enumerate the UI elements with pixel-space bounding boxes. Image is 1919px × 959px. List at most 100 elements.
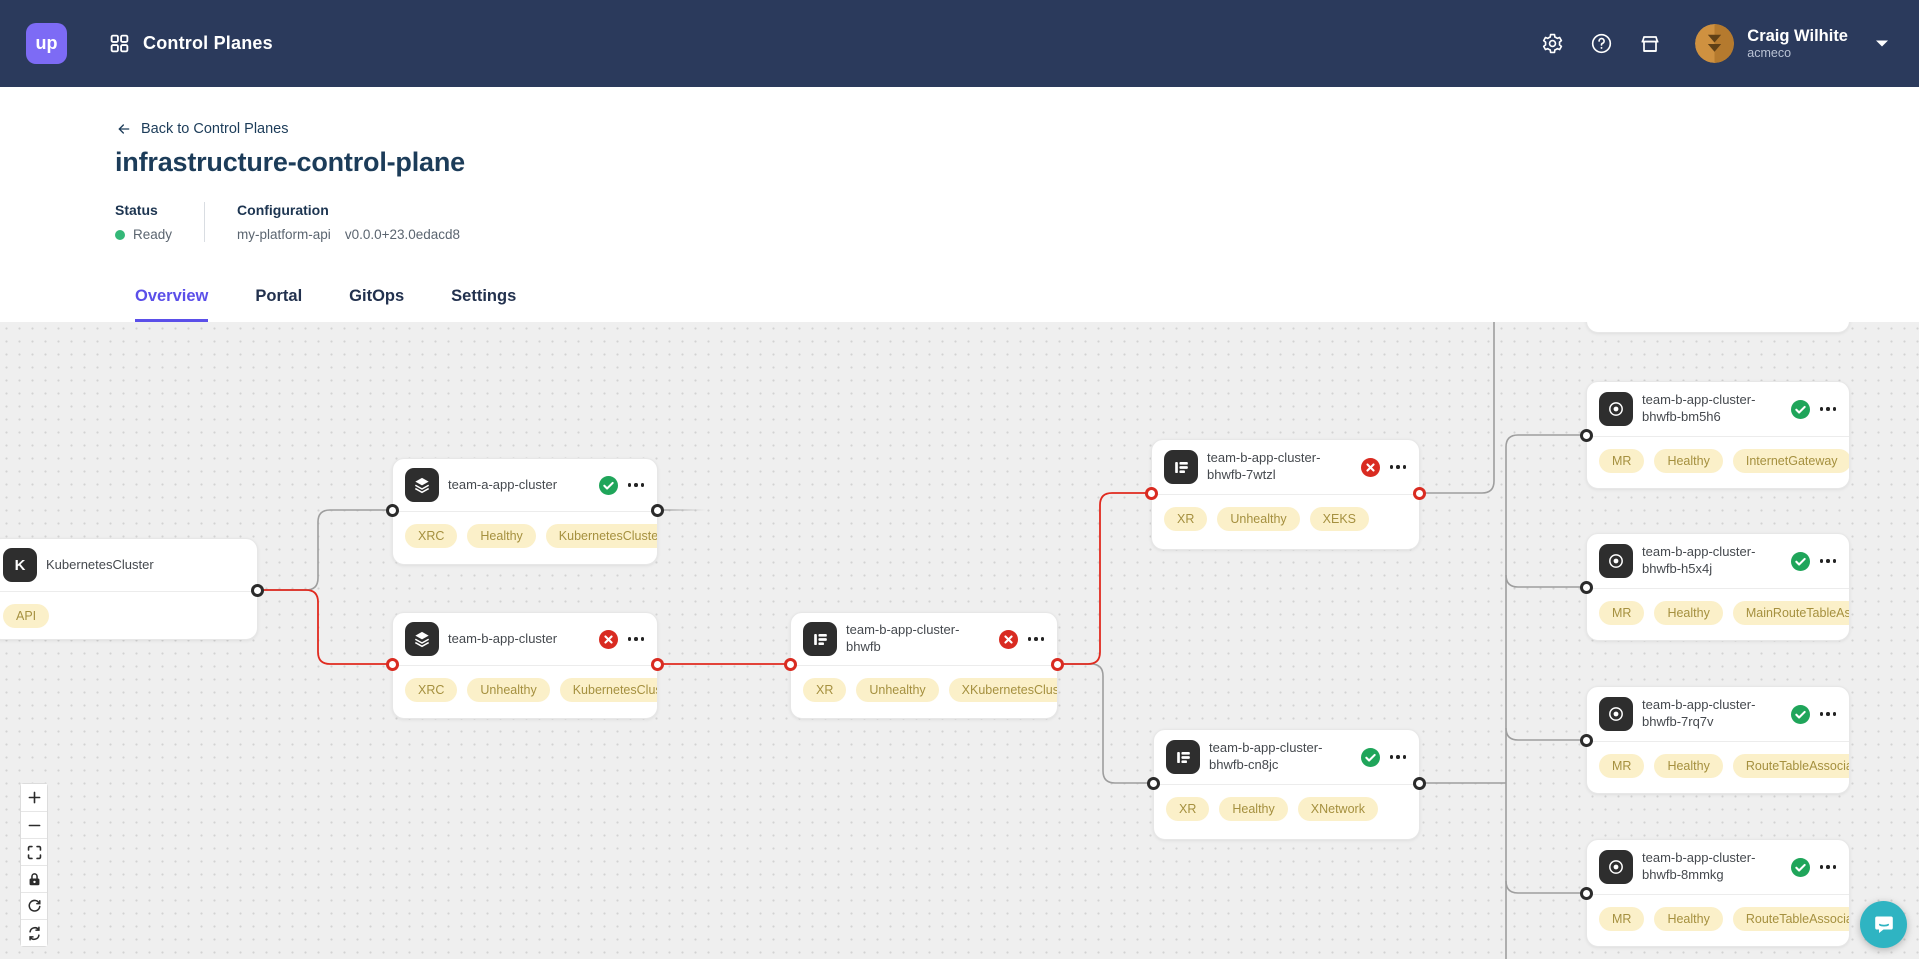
managed-icon bbox=[1599, 544, 1633, 578]
badge: MainRouteTableAssociation bbox=[1732, 601, 1849, 625]
unhealthy-icon bbox=[1361, 457, 1380, 477]
node-team-b-app-cluster[interactable]: team-b-app-cluster XRC Unhealthy Kuberne… bbox=[386, 612, 664, 719]
logo-text: up bbox=[35, 33, 58, 53]
user-menu[interactable]: Craig Wilhite acmeco bbox=[1695, 24, 1889, 63]
grid-icon[interactable] bbox=[107, 32, 131, 56]
port-target bbox=[1145, 487, 1158, 500]
node-team-b-app-cluster-bhwfb-bm5h6[interactable]: team-b-app-cluster-bhwfb-bm5h6 MR Health… bbox=[1580, 381, 1850, 489]
gear-icon[interactable] bbox=[1540, 32, 1564, 56]
port-target bbox=[1580, 429, 1593, 442]
healthy-icon bbox=[1361, 747, 1380, 767]
badge: Healthy bbox=[467, 524, 536, 548]
node-label: team-b-app-cluster-bhwfb-7rq7v bbox=[1642, 697, 1756, 729]
port-source bbox=[1413, 777, 1426, 790]
port-source bbox=[651, 504, 664, 517]
badge: XKubernetesCluster bbox=[948, 678, 1057, 702]
port-target bbox=[386, 658, 399, 671]
tab-gitops[interactable]: GitOps bbox=[349, 287, 404, 322]
zoom-out-button[interactable] bbox=[21, 811, 47, 838]
back-link[interactable]: Back to Control Planes bbox=[115, 121, 289, 137]
status-label: Status bbox=[115, 202, 158, 218]
user-org: acmeco bbox=[1747, 46, 1792, 61]
help-icon[interactable] bbox=[1589, 32, 1613, 56]
badge: RouteTableAssociation bbox=[1732, 907, 1849, 931]
port-target bbox=[386, 504, 399, 517]
configuration-block: Configuration my-platform-api v0.0.0+23.… bbox=[204, 202, 492, 242]
badge: Healthy bbox=[1654, 601, 1723, 625]
node-partial-top[interactable] bbox=[1586, 322, 1850, 333]
node-team-b-app-cluster-bhwfb-cn8jc[interactable]: team-b-app-cluster-bhwfb-cn8jc XR Health… bbox=[1147, 729, 1426, 840]
page-header: Back to Control Planes infrastructure-co… bbox=[0, 87, 1919, 322]
node-menu-button[interactable] bbox=[1389, 755, 1407, 759]
kubernetes-icon: K bbox=[3, 548, 37, 582]
port-source bbox=[251, 584, 264, 597]
tab-settings[interactable]: Settings bbox=[451, 287, 516, 322]
status-value: Ready bbox=[133, 227, 173, 242]
node-menu-button[interactable] bbox=[627, 483, 645, 487]
upbound-logo[interactable]: up bbox=[26, 23, 67, 64]
node-team-b-app-cluster-bhwfb-7wtzl[interactable]: team-b-app-cluster-bhwfb-7wtzl XR Unheal… bbox=[1145, 439, 1426, 550]
user-name: Craig Wilhite bbox=[1747, 26, 1848, 45]
re-layout-button[interactable] bbox=[21, 919, 47, 946]
node-kubernetescluster[interactable]: K KubernetesCluster API bbox=[0, 538, 264, 640]
badge: KubernetesCluster bbox=[559, 678, 657, 702]
configuration-version: v0.0.0+23.0edacd8 bbox=[344, 227, 461, 242]
status-ready-dot bbox=[115, 229, 125, 240]
port-target bbox=[1580, 734, 1593, 747]
node-label: team-b-app-cluster-bhwfb-bm5h6 bbox=[1642, 392, 1756, 424]
node-team-b-app-cluster-bhwfb-7rq7v[interactable]: team-b-app-cluster-bhwfb-7rq7v MR Health… bbox=[1580, 686, 1850, 794]
tab-overview[interactable]: Overview bbox=[135, 287, 209, 322]
node-menu-button[interactable] bbox=[1027, 637, 1045, 641]
node-team-a-app-cluster[interactable]: team-a-app-cluster XRC Healthy Kubernete… bbox=[386, 458, 664, 565]
node-menu-button[interactable] bbox=[1819, 865, 1837, 869]
managed-icon bbox=[1599, 850, 1633, 884]
unhealthy-icon bbox=[999, 629, 1018, 649]
node-team-b-app-cluster-bhwfb-8mmkg[interactable]: team-b-app-cluster-bhwfb-8mmkg MR Health… bbox=[1580, 839, 1850, 947]
badge: XEKS bbox=[1309, 507, 1370, 531]
healthy-icon bbox=[1791, 551, 1810, 571]
badge: RouteTableAssociation bbox=[1732, 754, 1849, 778]
node-label: team-b-app-cluster bbox=[448, 630, 558, 646]
fit-view-button[interactable] bbox=[21, 838, 47, 865]
zoom-in-button[interactable] bbox=[21, 784, 47, 811]
node-label: team-b-app-cluster-bhwfb bbox=[846, 622, 960, 654]
configuration-name[interactable]: my-platform-api bbox=[237, 227, 331, 242]
node-menu-button[interactable] bbox=[1819, 407, 1837, 411]
lock-button[interactable] bbox=[21, 865, 47, 892]
chat-bubble-icon bbox=[1874, 916, 1893, 933]
composite-icon bbox=[1166, 740, 1200, 774]
node-menu-button[interactable] bbox=[1819, 712, 1837, 716]
arrow-left-icon bbox=[118, 124, 130, 134]
node-label: team-b-app-cluster-bhwfb-h5x4j bbox=[1642, 544, 1756, 576]
page-context-title: Control Planes bbox=[143, 33, 273, 53]
node-menu-button[interactable] bbox=[1819, 559, 1837, 563]
badge: Healthy bbox=[1219, 797, 1288, 821]
node-menu-button[interactable] bbox=[1389, 465, 1407, 469]
graph-edges bbox=[258, 322, 1586, 959]
node-label: team-a-app-cluster bbox=[448, 476, 558, 492]
port-target bbox=[1580, 581, 1593, 594]
badge: XNetwork bbox=[1297, 797, 1378, 821]
badge: XRC bbox=[405, 524, 458, 548]
page-title: infrastructure-control-plane bbox=[115, 147, 465, 177]
marketplace-icon[interactable] bbox=[1638, 32, 1662, 56]
port-target bbox=[1147, 777, 1160, 790]
resource-graph-canvas[interactable]: K KubernetesCluster API team-a-app-clust… bbox=[0, 322, 1919, 959]
chat-launcher-button[interactable] bbox=[1860, 901, 1907, 948]
node-team-b-app-cluster-bhwfb[interactable]: team-b-app-cluster-bhwfb XR Unhealthy XK… bbox=[784, 612, 1064, 719]
composite-icon bbox=[1164, 450, 1198, 484]
badge: Unhealthy bbox=[856, 678, 939, 702]
node-menu-button[interactable] bbox=[627, 637, 645, 641]
node-team-b-app-cluster-bhwfb-h5x4j[interactable]: team-b-app-cluster-bhwfb-h5x4j MR Health… bbox=[1580, 533, 1850, 641]
badge: XR bbox=[1166, 797, 1210, 821]
reset-rotation-button[interactable] bbox=[21, 892, 47, 919]
badge: XR bbox=[803, 678, 847, 702]
top-navbar: up Control Planes Craig Wilhite acmeco bbox=[0, 0, 1919, 87]
badge: Healthy bbox=[1654, 907, 1723, 931]
tab-portal[interactable]: Portal bbox=[255, 287, 302, 322]
badge: Healthy bbox=[1654, 754, 1723, 778]
status-block: Status Ready bbox=[115, 202, 204, 242]
badge: Healthy bbox=[1654, 449, 1723, 473]
node-label: team-b-app-cluster-bhwfb-7wtzl bbox=[1207, 450, 1321, 482]
tab-bar: Overview Portal GitOps Settings bbox=[135, 287, 516, 322]
